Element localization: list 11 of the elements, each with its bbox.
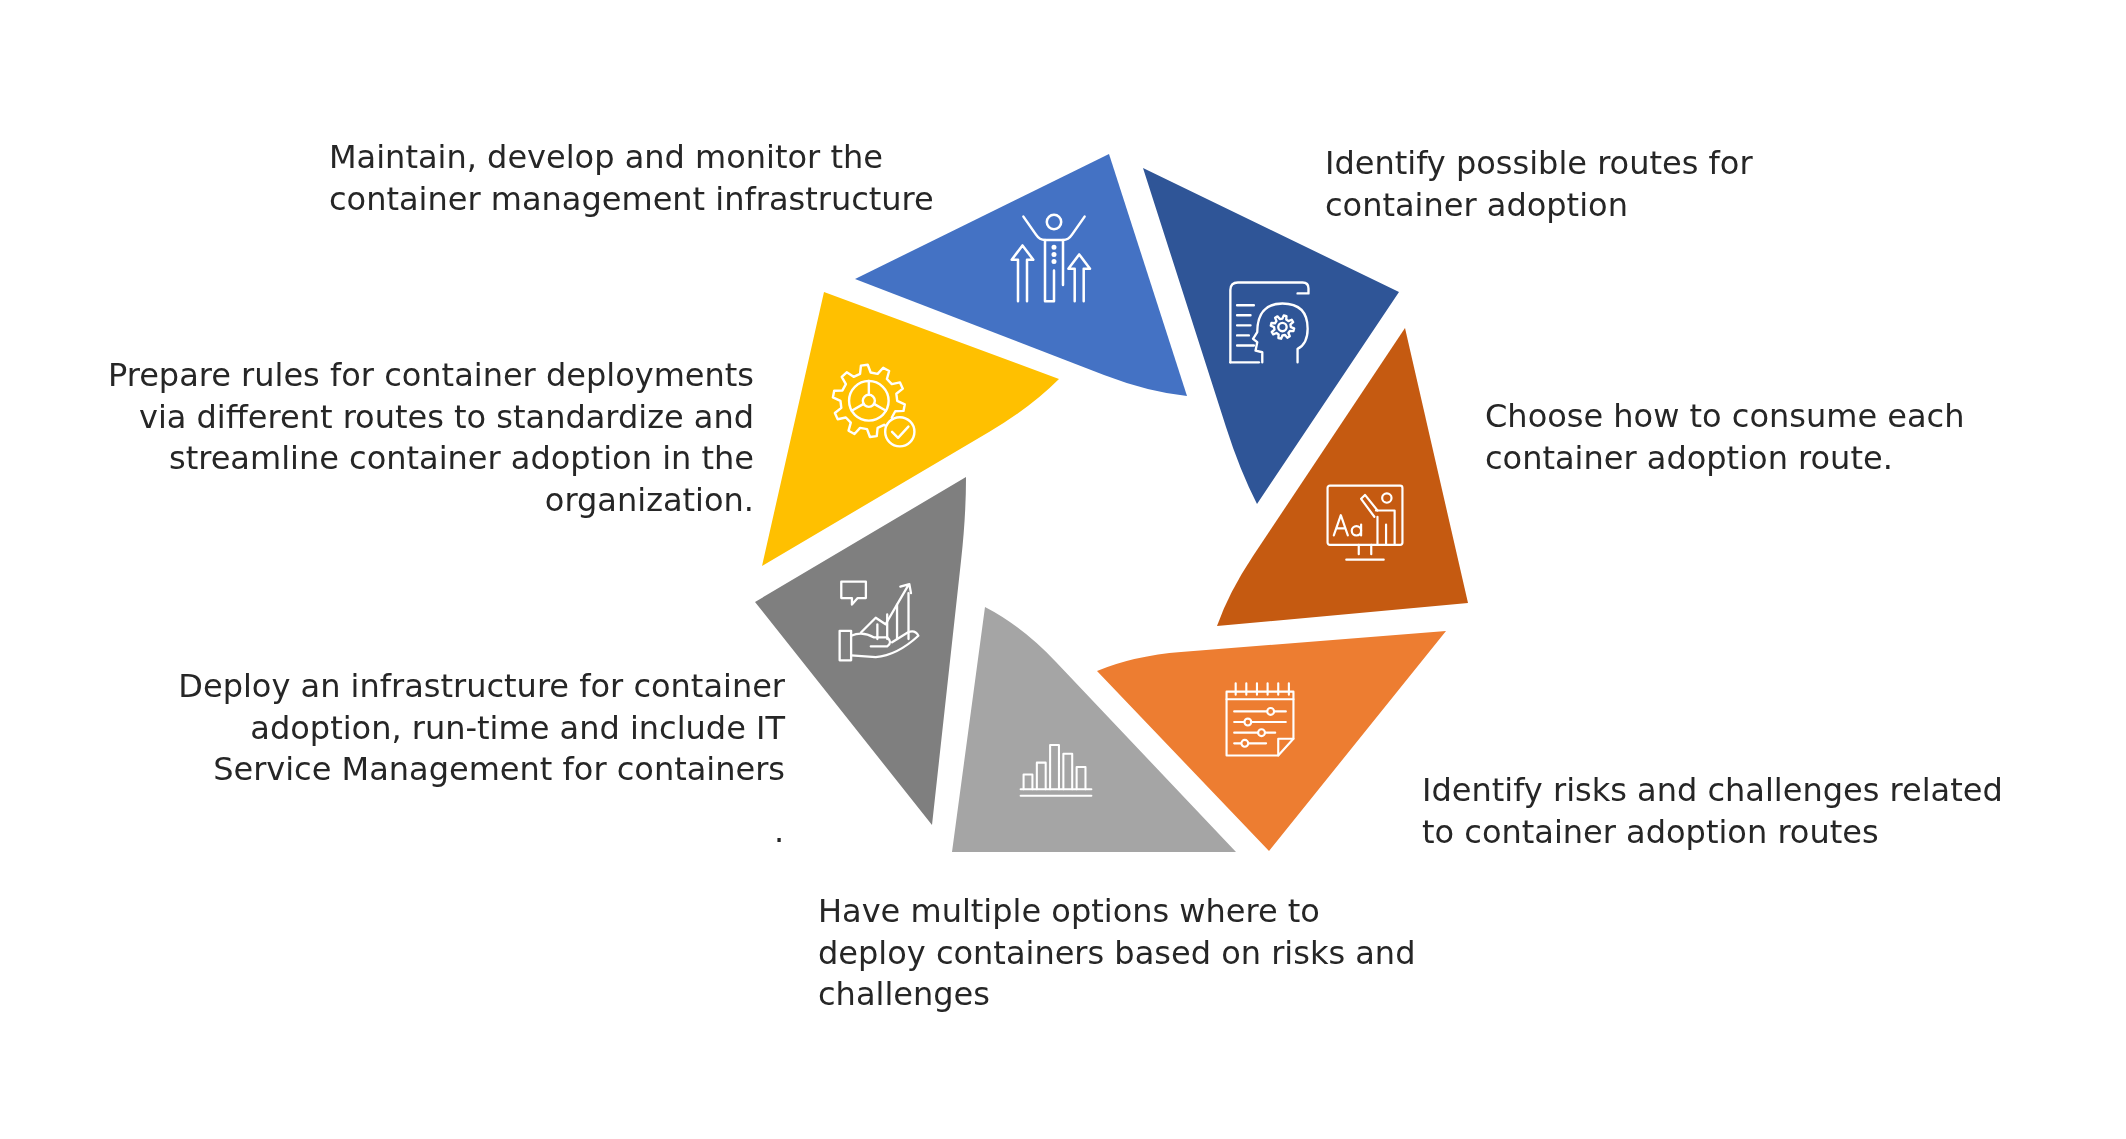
- step-description: Prepare rules for container deployments via different routes to standardize and streamline container adoption in the organization.: [107, 355, 754, 521]
- step-description: Have multiple options where to deploy containers based on risks and challenges: [818, 891, 1417, 1016]
- step-description: Identify possible routes for container adoption: [1325, 143, 1754, 226]
- step-description: Maintain, develop and monitor the container management infrastructure: [329, 137, 935, 220]
- stray-period: .: [774, 812, 785, 851]
- step-description: Identify risks and challenges related to container adoption routes: [1422, 770, 2004, 853]
- triangle-segment: [762, 292, 1059, 566]
- step-description: Choose how to consume each container adoption route.: [1485, 396, 1966, 479]
- step-description: Deploy an infrastructure for container adoption, run-time and include IT Service Management for containers: [177, 666, 785, 791]
- triangle-segment: [952, 607, 1236, 852]
- triangle-segment: [1217, 328, 1468, 626]
